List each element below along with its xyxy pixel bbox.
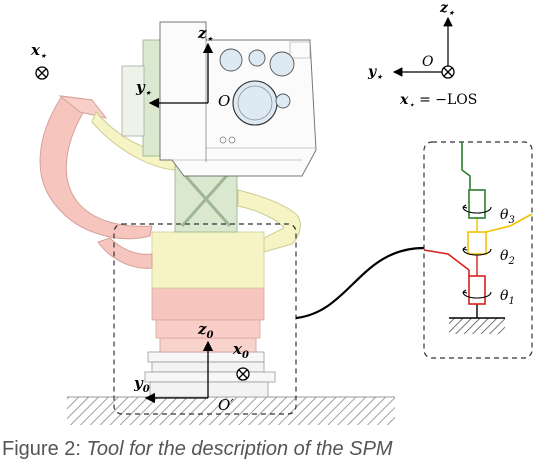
camera-frame-axes [148, 42, 214, 109]
x-0-otimes-icon [236, 367, 250, 381]
label-z-0: z0 [197, 320, 214, 341]
kinematic-inset-box [423, 141, 533, 359]
label-y-0: y0 [133, 374, 150, 395]
label-theta-3: θ3 [500, 207, 515, 226]
red-arm [39, 95, 153, 269]
ground [67, 396, 395, 425]
label-theta-2: θ2 [500, 248, 515, 267]
base-frame-axes [144, 340, 214, 404]
x-star-otimes-icon [35, 66, 49, 80]
label-los-equation: x⋆ = −LOS [399, 92, 477, 111]
label-x-0: x0 [232, 340, 249, 361]
base-motor-yellow [151, 231, 265, 289]
label-z-star-camera: z⋆ [197, 24, 214, 45]
kinematic-chain [423, 142, 533, 334]
figure-caption: Figure 2: Tool for the description of th… [2, 438, 554, 461]
base-highlight-box [113, 223, 297, 415]
label-theta-1: θ1 [500, 288, 515, 307]
label-x-star-left: x⋆ [30, 41, 47, 62]
base-plates [144, 337, 276, 398]
label-y-star-legend: y⋆ [367, 64, 383, 83]
connector-curve [295, 246, 425, 320]
label-origin-legend: O [422, 54, 434, 70]
legend-frame-axes [392, 16, 455, 79]
caption-text: Tool for the description of the SPM [86, 438, 393, 460]
caption-prefix: Figure 2: [2, 438, 87, 460]
label-origin-camera: O [218, 92, 230, 110]
label-origin-base: O′ [218, 396, 234, 414]
base-motor-red [151, 287, 265, 339]
camera-body [159, 21, 317, 177]
label-z-star-legend: z⋆ [439, 0, 455, 19]
label-y-star-camera: y⋆ [135, 78, 152, 99]
